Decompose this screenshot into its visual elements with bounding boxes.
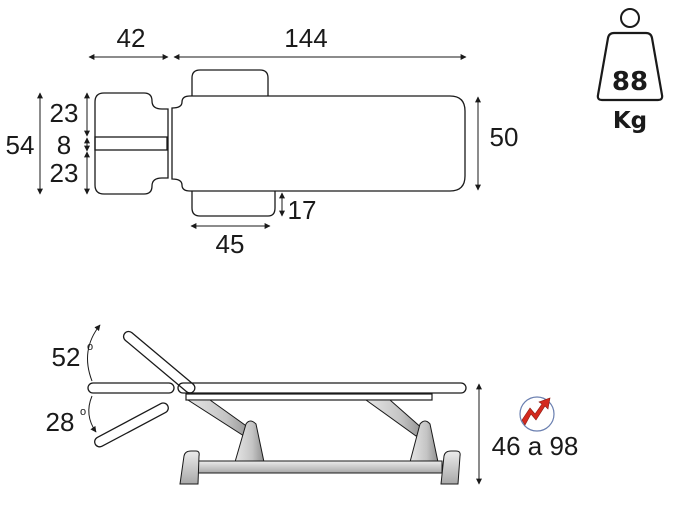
electric-lift-icon xyxy=(519,396,555,432)
lightning-bolt xyxy=(521,397,551,426)
armrest-top xyxy=(191,69,269,96)
angle-label-down: 28 xyxy=(46,407,75,437)
angle-label-up: 52 xyxy=(52,342,81,372)
side-view: 52 o 28 o 46 a 98 xyxy=(46,324,579,485)
scissor-arm-right xyxy=(364,399,425,437)
dim-label-armrest-length: 45 xyxy=(216,229,245,259)
scissor-arm-left xyxy=(186,399,253,437)
foot-right xyxy=(440,450,461,485)
weight-icon: 88 Kg xyxy=(596,8,664,134)
dim-label-body-length: 144 xyxy=(284,23,327,53)
head-section-outline xyxy=(94,92,169,195)
backrest-lowered xyxy=(94,402,169,448)
backrest-raised xyxy=(122,330,196,394)
head-section-flat xyxy=(87,382,175,394)
dim-label-body-width: 50 xyxy=(490,122,519,152)
angle-degree-down: o xyxy=(80,406,86,418)
dim-label-head-length: 42 xyxy=(117,23,146,53)
base-bar xyxy=(195,460,443,474)
leg-right xyxy=(409,420,439,463)
top-view: 42 144 54 23 8 23 50 17 45 xyxy=(6,23,519,259)
leg-left xyxy=(234,420,265,463)
face-hole-slot xyxy=(94,136,168,151)
angle-degree-up: o xyxy=(87,341,93,353)
weight-body xyxy=(596,31,664,102)
dim-label-height: 46 a 98 xyxy=(492,431,579,461)
dim-label-hole: 8 xyxy=(57,130,71,160)
weight-unit: Kg xyxy=(613,108,647,134)
top-support-bar xyxy=(185,393,433,401)
foot-left xyxy=(179,450,200,485)
angle-arc-up xyxy=(87,324,101,382)
armrest-bottom xyxy=(191,191,276,217)
weight-value: 88 xyxy=(612,67,648,97)
dim-label-head-side: 23 xyxy=(50,98,79,128)
dim-label-head-side-2: 23 xyxy=(50,158,79,188)
angle-arc-down xyxy=(88,395,97,433)
dim-label-total-width: 54 xyxy=(6,130,35,160)
body-top-side xyxy=(177,382,467,394)
body-section-outline xyxy=(171,95,466,192)
dim-label-armrest-width: 17 xyxy=(288,195,317,225)
weight-ring xyxy=(620,8,640,28)
